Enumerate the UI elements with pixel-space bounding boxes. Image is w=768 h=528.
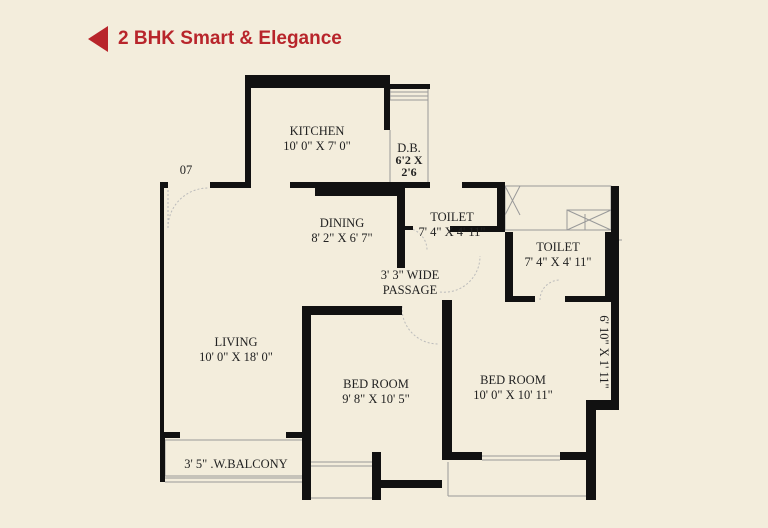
unit-number: 07 [180,163,193,177]
bedroom2-label: BED ROOM [480,373,546,387]
db-size-line1: 6'2 X [396,153,423,167]
duct [504,185,612,231]
plan-title: 2 BHK Smart & Elegance [118,28,342,49]
left-arrow-icon[interactable] [88,26,108,52]
db-label: D.B. [397,141,421,155]
passage-label-line1: 3' 3" WIDE [381,268,440,282]
dining-size: 8' 2" X 6' 7" [311,231,372,245]
kitchen-size: 10' 0" X 7' 0" [283,139,351,153]
living-size: 10' 0" X 18' 0" [199,350,273,364]
dining-label: DINING [320,216,364,230]
walls [160,75,619,500]
bedroom1-size: 9' 8" X 10' 5" [342,392,410,406]
living-label: LIVING [214,335,257,349]
db-size-line2: 2'6 [401,165,416,179]
toilet2-size: 7' 4" X 4' 11" [524,255,591,269]
toilet1-size: 7' 4" X 4' 11" [418,225,485,239]
bedroom1-label: BED ROOM [343,377,409,391]
door-swings [167,187,561,345]
bedroom2-size: 10' 0" X 10' 11" [473,388,553,402]
header: 2 BHK Smart & Elegance [88,26,342,52]
passage-label-line2: PASSAGE [383,283,438,297]
kitchen-label: KITCHEN [290,124,345,138]
side-balcony-size: 6' 10" X 1' 11" [597,315,611,388]
balcony-label: 3' 5" .W.BALCONY [184,457,287,471]
toilet2-label: TOILET [536,240,580,254]
db-shelf [389,87,429,101]
toilet1-label: TOILET [430,210,474,224]
